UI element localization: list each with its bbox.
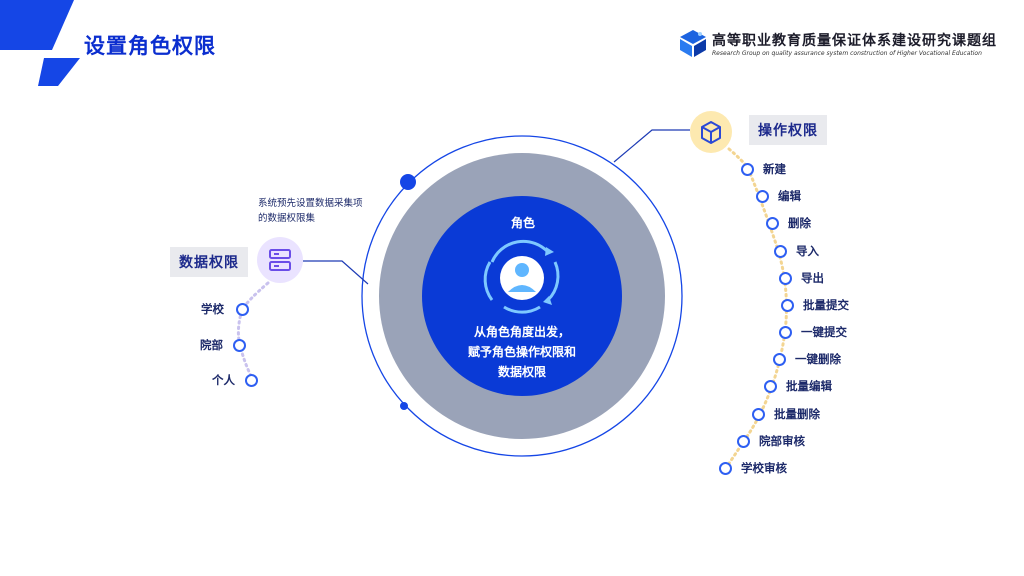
operation-item: 一键删除 [795,352,841,366]
corner-decoration [0,0,80,86]
role-description-line: 从角色角度出发， [473,325,570,339]
operation-item: 删除 [788,216,811,230]
operation-item: 批量编辑 [786,379,832,393]
operation-item-marker [756,190,769,203]
operation-item-marker [779,326,792,339]
connector-data [303,260,369,285]
page-title: 设置角色权限 [84,34,216,58]
operation-item: 院部审核 [759,434,805,448]
user-cycle-icon [483,239,560,314]
outer-ring [361,135,683,457]
dotted-path-data [236,281,270,380]
server-icon [269,249,291,271]
operation-item: 学校审核 [741,461,787,475]
operation-item: 批量删除 [774,407,820,421]
operation-permission-label: 操作权限 [749,115,827,145]
data-item: 个人 [212,373,235,387]
org-name-en: Research Group on quality assurance syst… [712,50,982,57]
role-title: 角色 [510,216,535,230]
cube-icon [701,121,721,144]
operation-permission-icon-badge [690,111,732,153]
operation-item: 一键提交 [801,325,847,339]
operation-item-marker [766,217,779,230]
logo-icon [680,30,706,57]
operation-item-marker [719,462,732,475]
ring-dot-small [400,402,408,410]
role-description: 从角色角度出发， 赋予角色操作权限和 数据权限 [460,322,584,382]
operation-item: 新建 [763,162,786,176]
operation-item-marker [764,380,777,393]
operation-item-marker [781,299,794,312]
operation-item: 导入 [796,244,819,258]
role-description-line: 数据权限 [497,365,546,379]
connector-ops [613,129,690,163]
data-permission-label: 数据权限 [170,247,248,277]
ring-dot-large [400,174,416,190]
role-description-line: 赋予角色操作权限和 [467,345,576,359]
operation-item-marker [741,163,754,176]
data-item: 院部 [200,338,223,352]
operation-item-marker [773,353,786,366]
data-permission-note: 系统预先设置数据采集项的数据权限集 [258,198,363,224]
data-item: 学校 [201,302,224,316]
operation-item-marker [779,272,792,285]
data-item-marker [245,374,258,387]
operation-item: 编辑 [778,189,801,203]
operation-item: 批量提交 [803,298,849,312]
operation-item-marker [737,435,750,448]
operation-item-marker [774,245,787,258]
operation-item-marker [752,408,765,421]
data-item-marker [236,303,249,316]
operation-item: 导出 [801,271,824,285]
brand-block: 高等职业教育质量保证体系建设研究课题组 Research Group on qu… [678,28,998,62]
data-permission-icon-badge [257,237,303,283]
org-name: 高等职业教育质量保证体系建设研究课题组 [712,33,997,49]
data-item-marker [233,339,246,352]
